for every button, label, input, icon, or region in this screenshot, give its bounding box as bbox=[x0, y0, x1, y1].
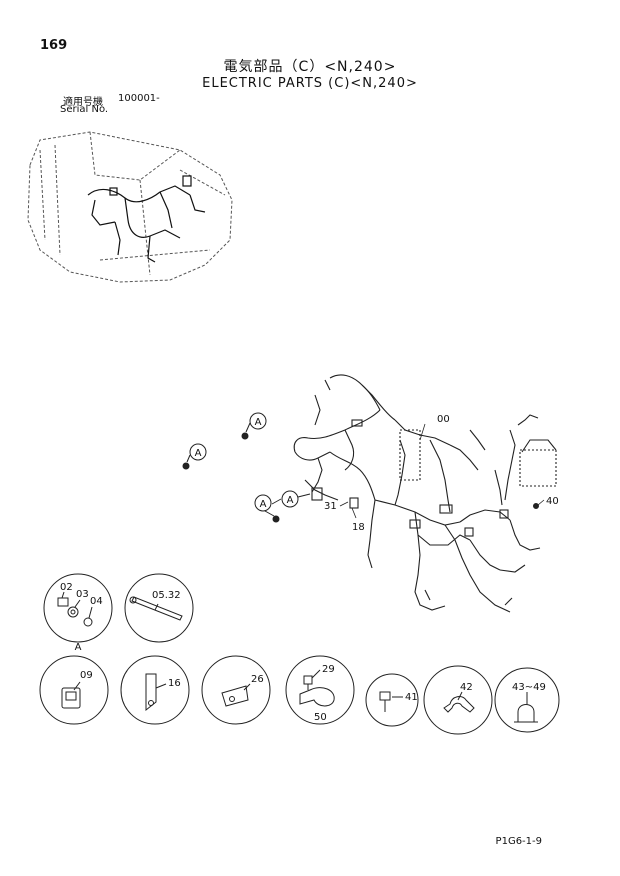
serial-label-english: Serial No. bbox=[60, 104, 109, 115]
part-label-42: 42 bbox=[460, 682, 473, 693]
title-japanese: 電気部品（C）<N,240> bbox=[223, 59, 397, 75]
overview-harness-sketch bbox=[87, 175, 206, 263]
serial-value: 100001- bbox=[118, 93, 160, 104]
part-label-50: 50 bbox=[314, 712, 327, 723]
part-label-40: 40 bbox=[546, 496, 559, 507]
detail-circle-26: 26 bbox=[201, 655, 271, 725]
part-label-18: 18 bbox=[352, 522, 365, 533]
part-label-09: 09 bbox=[80, 670, 93, 681]
part-label-00: 00 bbox=[437, 414, 450, 425]
part-label-26: 26 bbox=[251, 674, 264, 685]
callout-a-3: A bbox=[254, 494, 275, 517]
callout-a-label: A bbox=[287, 495, 294, 506]
overview-machine-sketch bbox=[27, 131, 233, 283]
callout-a-label: A bbox=[260, 499, 267, 510]
part-label-02: 02 bbox=[60, 582, 73, 593]
callout-a-label: A bbox=[195, 448, 202, 459]
part-label-29: 29 bbox=[322, 664, 335, 675]
fasteners bbox=[182, 432, 539, 523]
callout-a-2: A bbox=[186, 443, 207, 463]
part-label-16: 16 bbox=[168, 678, 181, 689]
detail-ref-a: A bbox=[75, 642, 82, 653]
detail-circle-42: 42 bbox=[423, 665, 493, 735]
footer-page-code: P1G6-1-9 bbox=[495, 836, 542, 847]
detail-circle-41: 41 bbox=[365, 673, 419, 727]
main-harness-drawing bbox=[293, 374, 557, 613]
detail-circle-29-50: 29 50 bbox=[285, 655, 355, 725]
leader-lines bbox=[271, 423, 545, 519]
part-label-04: 04 bbox=[90, 596, 103, 607]
callout-a-label: A bbox=[255, 417, 262, 428]
page-number: 169 bbox=[40, 38, 68, 53]
serial-label-japanese: 適用号機 bbox=[63, 97, 103, 108]
callout-a-4: A bbox=[281, 490, 311, 508]
detail-circle-16: 16 bbox=[120, 655, 190, 725]
detail-circle-02-03-04: 02 03 04 A bbox=[43, 573, 113, 653]
title-english: ELECTRIC PARTS (C)<N,240> bbox=[202, 76, 418, 91]
part-label-31: 31 bbox=[324, 501, 337, 512]
detail-circle-09: 09 bbox=[39, 655, 109, 725]
part-label-03: 03 bbox=[76, 589, 89, 600]
detail-circle-43-49: 43~49 bbox=[494, 667, 560, 733]
part-label-43-49: 43~49 bbox=[512, 682, 546, 693]
callout-a-1: A bbox=[245, 412, 267, 433]
detail-circle-05-32: 05.32 bbox=[124, 573, 194, 643]
part-label-05-32: 05.32 bbox=[152, 590, 181, 601]
part-label-41: 41 bbox=[405, 692, 418, 703]
